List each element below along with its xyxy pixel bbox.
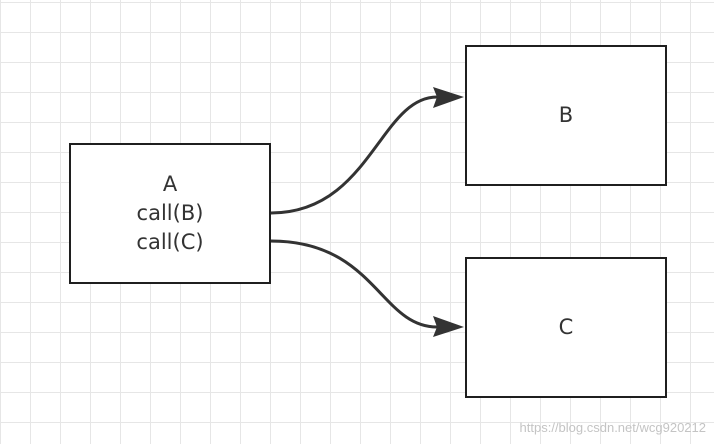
edge-a-to-b-arrowhead	[433, 87, 464, 108]
node-a-line-1: call(B)	[136, 201, 204, 225]
node-c: C	[465, 257, 667, 398]
node-b-title: B	[558, 103, 574, 127]
node-b: B	[465, 45, 667, 186]
node-c-title: C	[558, 315, 574, 339]
watermark: https://blog.csdn.net/wcg920212	[519, 420, 706, 435]
edge-a-to-c	[270, 239, 438, 329]
node-a-title: A	[162, 172, 178, 196]
edge-a-to-c-arrowhead	[433, 316, 464, 337]
node-a: A call(B) call(C)	[69, 143, 271, 284]
edge-a-to-b	[270, 95, 438, 215]
node-a-line-2: call(C)	[136, 230, 204, 254]
